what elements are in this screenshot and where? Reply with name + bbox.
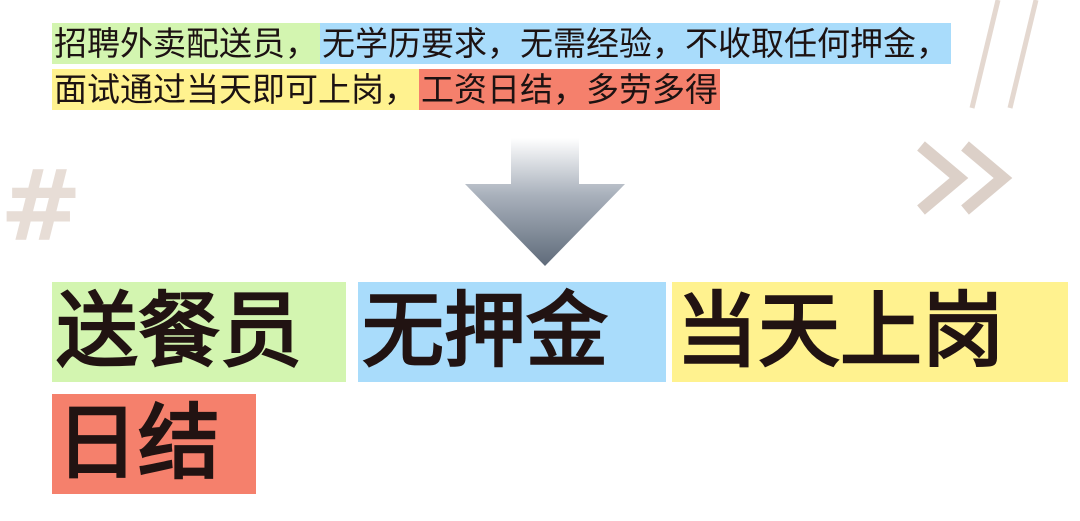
keyword-daily-pay: 日结 <box>52 394 256 494</box>
double-chevron-right-icon <box>917 141 1013 215</box>
down-arrow-icon <box>465 138 625 266</box>
segment-no-requirements: 无学历要求，无需经验，不收取任何押金， <box>320 23 951 64</box>
segment-same-day-start: 面试通过当天即可上岗， <box>52 69 419 110</box>
segment-recruiting: 招聘外卖配送员， <box>52 23 320 64</box>
hash-decoration-icon: # <box>0 150 83 264</box>
slash-decoration-icon <box>969 0 1039 109</box>
keyword-no-deposit: 无押金 <box>358 282 666 382</box>
keyword-delivery-rider: 送餐员 <box>52 282 346 382</box>
source-sentence: 招聘外卖配送员，无学历要求，无需经验，不收取任何押金， 面试通过当天即可上岗，工资… <box>52 21 952 113</box>
segment-daily-pay: 工资日结，多劳多得 <box>419 69 720 110</box>
keyword-same-day-start: 当天上岗 <box>672 282 1068 382</box>
